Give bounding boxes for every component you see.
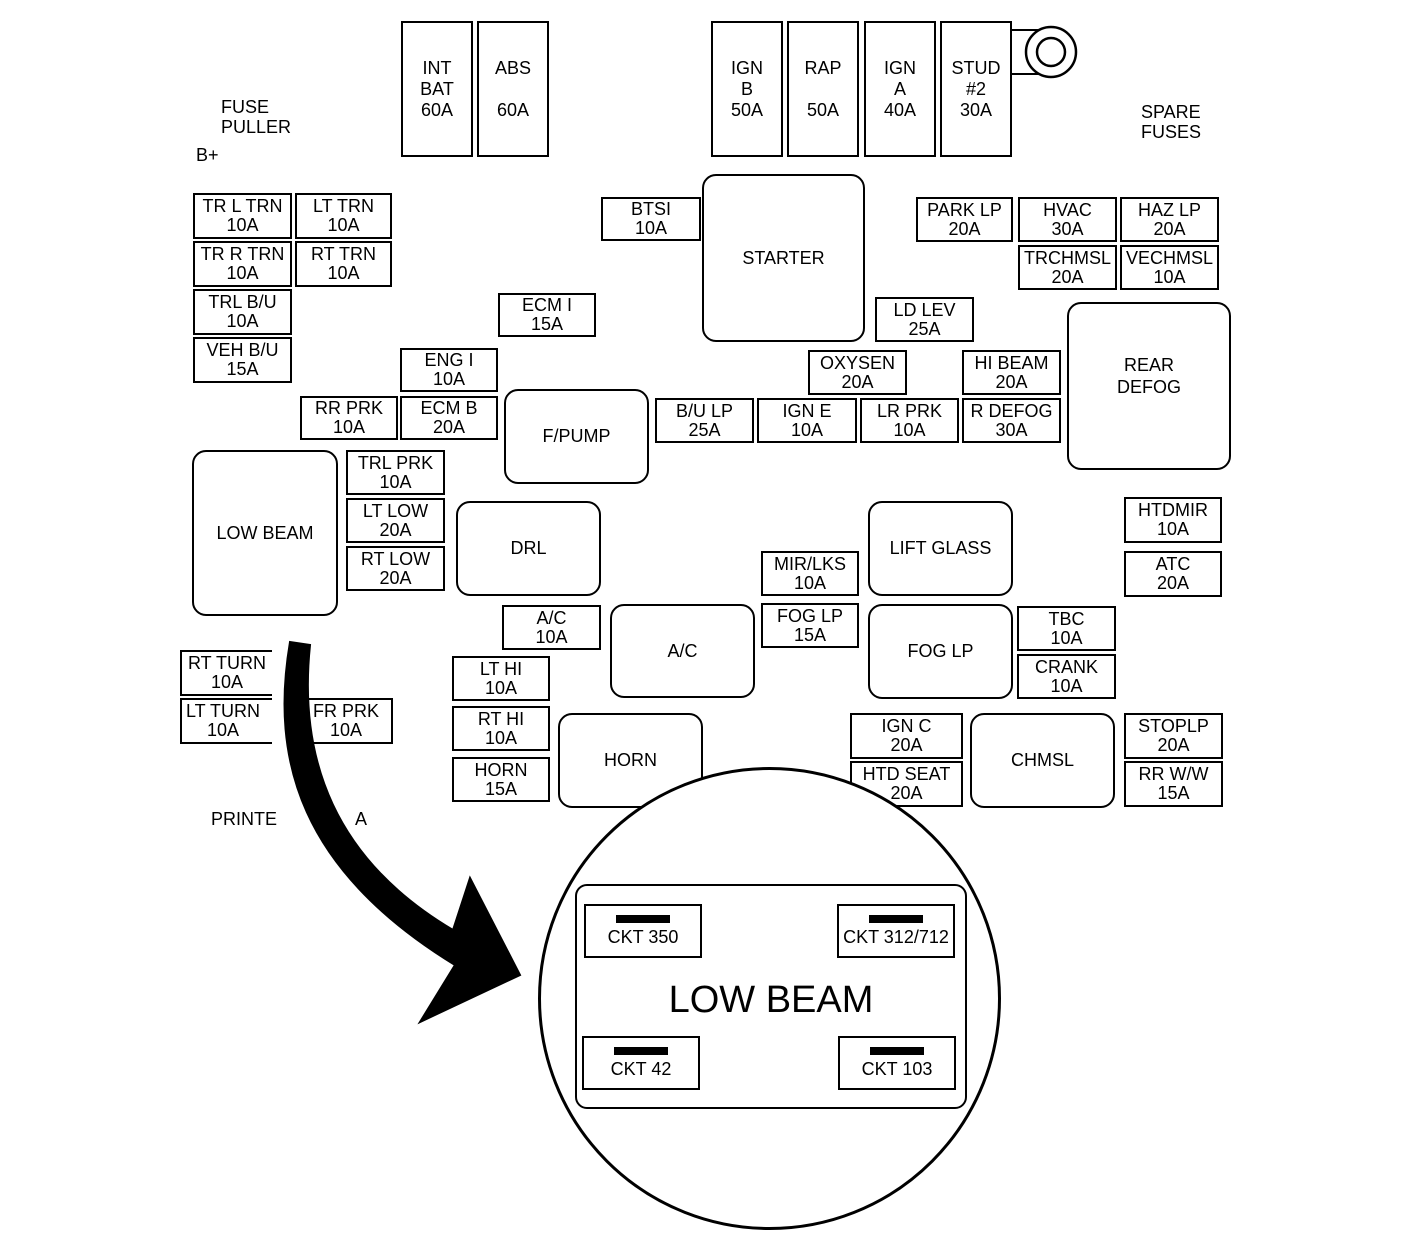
relay-drl[interactable]: DRL bbox=[456, 501, 601, 596]
terminal-ckt-312-712: CKT 312/712 bbox=[837, 904, 955, 958]
fuse-horn[interactable]: HORN 15A bbox=[452, 757, 550, 802]
maxi-fuse-int-bat[interactable]: INT BAT 60A bbox=[401, 21, 473, 157]
relay-ac[interactable]: A/C bbox=[610, 604, 755, 698]
fuse-crank[interactable]: CRANK 10A bbox=[1017, 654, 1116, 699]
stud-terminal-icon bbox=[1012, 25, 1078, 79]
fuse-rr-prk[interactable]: RR PRK 10A bbox=[300, 396, 398, 440]
fuse-rt-trn[interactable]: RT TRN 10A bbox=[295, 241, 392, 287]
fuse-ign-c[interactable]: IGN C 20A bbox=[850, 713, 963, 759]
maxi-fuse-stud-2[interactable]: STUD #2 30A bbox=[940, 21, 1012, 157]
terminal-blade-icon bbox=[616, 915, 670, 923]
fuse-haz-lp[interactable]: HAZ LP 20A bbox=[1120, 197, 1219, 242]
fuse-tr-r-trn[interactable]: TR R TRN 10A bbox=[193, 241, 292, 287]
fuse-btsi[interactable]: BTSI 10A bbox=[601, 197, 701, 241]
relay-f-pump[interactable]: F/PUMP bbox=[504, 389, 649, 484]
printed-label-tail: A bbox=[355, 809, 368, 829]
fuse-ecm-i[interactable]: ECM I 15A bbox=[498, 293, 596, 337]
maxi-fuse-rap[interactable]: RAP 50A bbox=[787, 21, 859, 157]
terminal-blade-icon bbox=[614, 1047, 668, 1055]
fuse-lt-low[interactable]: LT LOW 20A bbox=[346, 498, 445, 543]
fuse-rt-turn[interactable]: RT TURN 10A bbox=[180, 650, 272, 696]
fuse-stoplp[interactable]: STOPLP 20A bbox=[1124, 713, 1223, 759]
b-plus-label: B+ bbox=[196, 145, 219, 165]
fuse-lt-trn[interactable]: LT TRN 10A bbox=[295, 193, 392, 239]
fuse-r-defog[interactable]: R DEFOG 30A bbox=[962, 398, 1061, 443]
fuse-puller-label: FUSE PULLER bbox=[221, 97, 292, 137]
fuse-trchmsl[interactable]: TRCHMSL 20A bbox=[1018, 245, 1117, 290]
printed-label: PRINTE bbox=[211, 809, 278, 829]
fuse-trl-bu[interactable]: TRL B/U 10A bbox=[193, 289, 292, 335]
terminal-ckt-350: CKT 350 bbox=[584, 904, 702, 958]
fuse-hi-beam[interactable]: HI BEAM 20A bbox=[962, 350, 1061, 395]
fuse-mir-lks[interactable]: MIR/LKS 10A bbox=[761, 551, 859, 596]
fuse-veh-bu[interactable]: VEH B/U 15A bbox=[193, 337, 292, 383]
fuse-park-lp[interactable]: PARK LP 20A bbox=[916, 197, 1013, 242]
fuse-trl-prk[interactable]: TRL PRK 10A bbox=[346, 450, 445, 495]
relay-lift-glass[interactable]: LIFT GLASS bbox=[868, 501, 1013, 596]
relay-fog-lp[interactable]: FOG LP bbox=[868, 604, 1013, 699]
fuse-ecm-b[interactable]: ECM B 20A bbox=[400, 396, 498, 440]
fuse-tbc[interactable]: TBC 10A bbox=[1017, 606, 1116, 651]
fuse-vechmsl[interactable]: VECHMSL 10A bbox=[1120, 245, 1219, 290]
maxi-fuse-ign-b[interactable]: IGN B 50A bbox=[711, 21, 783, 157]
fuse-fog-lp[interactable]: FOG LP 15A bbox=[761, 603, 859, 648]
fuse-oxysen[interactable]: OXYSEN 20A bbox=[808, 350, 907, 395]
terminal-label: CKT 350 bbox=[607, 927, 679, 947]
maxi-fuse-abs[interactable]: ABS 60A bbox=[477, 21, 549, 157]
detail-title: LOW BEAM bbox=[668, 979, 874, 1021]
fuse-rr-ww[interactable]: RR W/W 15A bbox=[1124, 761, 1223, 807]
spare-fuses-label: SPARE FUSES bbox=[1141, 102, 1202, 142]
fuse-rt-low[interactable]: RT LOW 20A bbox=[346, 546, 445, 591]
relay-chmsl[interactable]: CHMSL bbox=[970, 713, 1115, 808]
fuse-ld-lev[interactable]: LD LEV 25A bbox=[875, 297, 974, 342]
terminal-ckt-103: CKT 103 bbox=[838, 1036, 956, 1090]
fuse-tr-l-trn[interactable]: TR L TRN 10A bbox=[193, 193, 292, 239]
terminal-blade-icon bbox=[869, 915, 923, 923]
fuse-eng-i[interactable]: ENG I 10A bbox=[400, 348, 498, 392]
relay-starter[interactable]: STARTER bbox=[702, 174, 865, 342]
fuse-atc[interactable]: ATC 20A bbox=[1124, 551, 1222, 597]
fuse-lt-turn[interactable]: LT TURN 10A bbox=[180, 698, 272, 744]
fuse-ac[interactable]: A/C 10A bbox=[502, 605, 601, 650]
fuse-ign-e[interactable]: IGN E 10A bbox=[757, 398, 857, 443]
fuse-lt-hi[interactable]: LT HI 10A bbox=[452, 656, 550, 701]
terminal-label: CKT 103 bbox=[861, 1059, 933, 1079]
fuse-bu-lp[interactable]: B/U LP 25A bbox=[655, 398, 754, 443]
terminal-label: CKT 312/712 bbox=[843, 927, 949, 947]
fuse-htdmir[interactable]: HTDMIR 10A bbox=[1124, 497, 1222, 543]
terminal-label: CKT 42 bbox=[610, 1059, 672, 1079]
relay-low-beam[interactable]: LOW BEAM bbox=[192, 450, 338, 616]
terminal-ckt-42: CKT 42 bbox=[582, 1036, 700, 1090]
maxi-fuse-ign-a[interactable]: IGN A 40A bbox=[864, 21, 936, 157]
fuse-rt-hi[interactable]: RT HI 10A bbox=[452, 706, 550, 751]
fuse-lr-prk[interactable]: LR PRK 10A bbox=[860, 398, 959, 443]
relay-rear-defog[interactable]: REAR DEFOG bbox=[1067, 302, 1231, 470]
fuse-hvac[interactable]: HVAC 30A bbox=[1018, 197, 1117, 242]
terminal-blade-icon bbox=[870, 1047, 924, 1055]
